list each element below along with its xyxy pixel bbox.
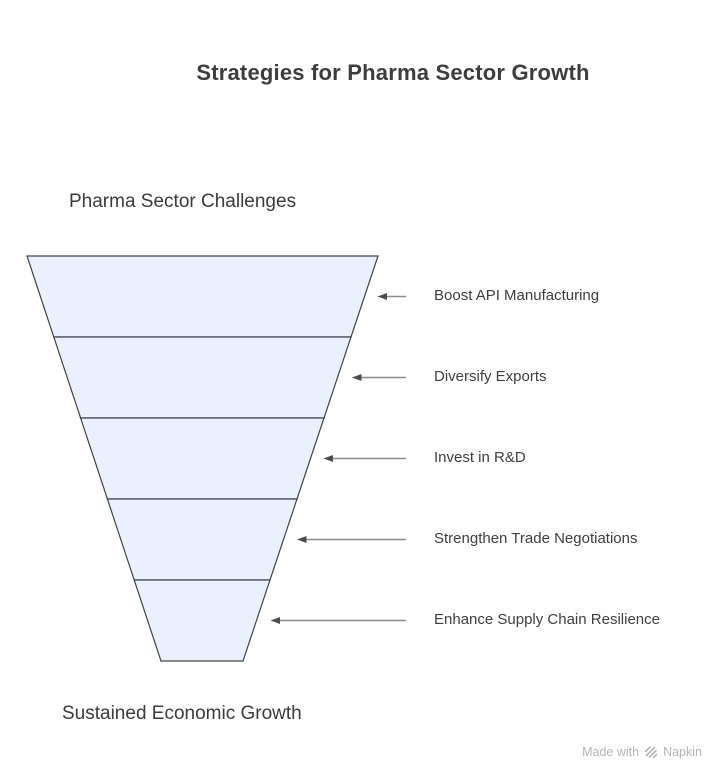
funnel-top-label: Pharma Sector Challenges: [69, 191, 297, 212]
item-label-diversify-exports: Diversify Exports: [434, 368, 547, 385]
arrow-connector-4: [297, 536, 406, 543]
funnel-segment-1: [26, 255, 379, 338]
arrow-connector-1: [377, 293, 406, 300]
watermark-brand: Napkin: [663, 745, 702, 759]
arrow-connector-3: [323, 455, 406, 462]
funnel-segment-3: [79, 417, 325, 500]
watermark: Made with Napkin: [582, 744, 702, 760]
arrow-connector-5: [270, 617, 406, 624]
item-label-invest-in-rd: Invest in R&D: [434, 449, 526, 466]
watermark-prefix: Made with: [582, 745, 640, 759]
funnel-bottom-label: Sustained Economic Growth: [62, 703, 302, 724]
napkin-logo-icon: [644, 746, 658, 759]
diagram-title: Strategies for Pharma Sector Growth: [196, 60, 590, 85]
arrow-connector-2: [352, 374, 406, 381]
funnel-segment-5: [133, 579, 271, 662]
item-label-enhance-supply-chain-resilience: Enhance Supply Chain Resilience: [434, 611, 660, 628]
item-label-strengthen-trade-negotiations: Strengthen Trade Negotiations: [434, 530, 638, 547]
item-label-boost-api-manufacturing: Boost API Manufacturing: [434, 287, 600, 304]
funnel-segment-4: [106, 498, 298, 581]
funnel-segment-2: [52, 336, 352, 419]
